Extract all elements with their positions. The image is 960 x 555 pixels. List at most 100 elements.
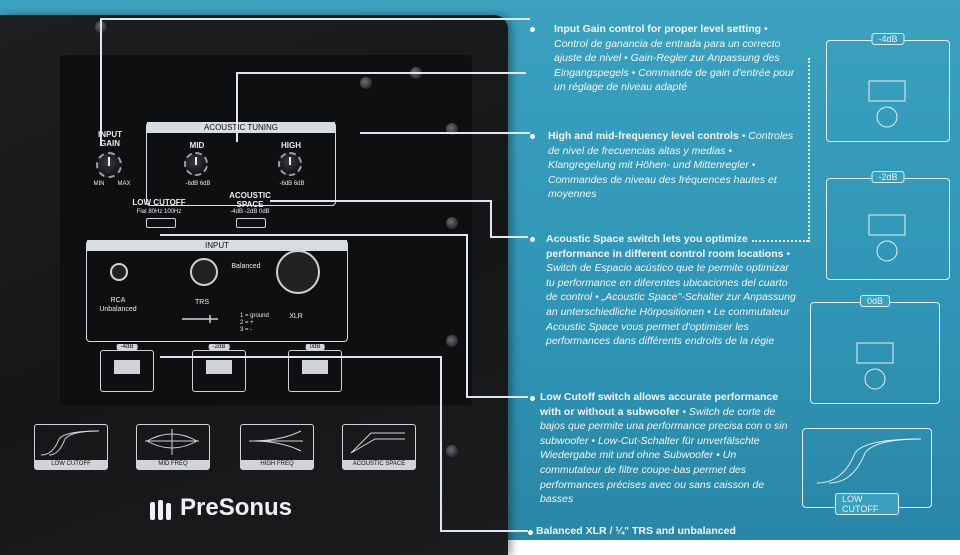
high-range: -6dB 6dB bbox=[279, 181, 305, 187]
high-graph: HIGH FREQ bbox=[240, 424, 314, 470]
bullet-icon bbox=[530, 237, 535, 242]
trs-plug-icon bbox=[182, 315, 218, 323]
callout-line bbox=[236, 72, 238, 142]
card-label: LOW CUTOFF bbox=[835, 493, 899, 515]
console-icon bbox=[114, 360, 140, 374]
acoustic-tuning-header: ACOUSTIC TUNING bbox=[147, 122, 335, 133]
xlr-jack[interactable] bbox=[276, 250, 320, 294]
dotted-connector bbox=[808, 58, 810, 242]
space-graph: ACOUSTIC SPACE bbox=[342, 424, 416, 470]
space-curve-icon bbox=[350, 432, 405, 454]
bullet-icon bbox=[528, 530, 533, 535]
screw-icon bbox=[446, 217, 458, 229]
input-gain-min: MIN bbox=[93, 181, 105, 187]
callout-input-gain: Input Gain control for proper level sett… bbox=[554, 22, 804, 95]
callout-line bbox=[236, 72, 526, 74]
space-card-minus2: -2dB bbox=[826, 171, 950, 280]
mid-knob[interactable] bbox=[184, 152, 208, 176]
pin-3: 3 = - bbox=[240, 327, 253, 333]
trs-label: TRS bbox=[195, 299, 209, 306]
space-minus2-diagram: -2dB bbox=[192, 344, 246, 392]
input-gain-max: MAX bbox=[117, 181, 131, 187]
lowcut-card: LOW CUTOFF bbox=[802, 428, 932, 515]
card-label: 0dB bbox=[859, 295, 891, 307]
callout-line bbox=[100, 18, 530, 20]
xlr-label: XLR bbox=[289, 313, 303, 320]
callout-acoustic-space: Acoustic Space switch lets you optimize … bbox=[546, 232, 796, 349]
console-icon bbox=[302, 360, 328, 374]
pin-2: 2 = + bbox=[240, 320, 254, 326]
console-icon bbox=[206, 360, 232, 374]
space-minus4-diagram: -4dB bbox=[100, 344, 154, 392]
callout-line bbox=[490, 236, 528, 238]
callout-line bbox=[360, 132, 530, 134]
callout-line bbox=[490, 200, 492, 236]
trs-jack[interactable] bbox=[190, 258, 218, 286]
presonus-logo-icon bbox=[150, 500, 171, 520]
acoustic-space-options: -4dB -2dB 0dB bbox=[230, 209, 270, 215]
card-label: -2dB bbox=[871, 171, 905, 183]
mid-graph: MID FREQ bbox=[136, 424, 210, 470]
console-listener-icon bbox=[868, 214, 906, 262]
callout-translations: • Controles de nivel de frecuencias alta… bbox=[548, 130, 794, 201]
high-caption: HIGH FREQ bbox=[241, 460, 313, 469]
high-curve-icon bbox=[249, 430, 303, 452]
pin-1: 1 = ground bbox=[240, 313, 269, 319]
space-0-diagram: 0dB bbox=[288, 344, 342, 392]
callout-title: Balanced XLR / ¼" TRS and unbalanced bbox=[536, 525, 736, 537]
callout-title: High and mid-frequency level controls bbox=[548, 130, 739, 142]
rca-jack[interactable] bbox=[110, 263, 128, 281]
dotted-connector bbox=[752, 240, 808, 242]
input-header: INPUT bbox=[87, 240, 347, 251]
callout-high-mid: High and mid-frequency level controls • … bbox=[548, 129, 798, 202]
input-gain-label: INPUT GAIN bbox=[98, 130, 122, 148]
mid-range: -6dB 6dB bbox=[185, 181, 211, 187]
acoustic-space-label: ACOUSTIC SPACE bbox=[229, 191, 271, 209]
space-0-label: 0dB bbox=[305, 344, 325, 350]
bullet-icon bbox=[530, 134, 535, 139]
input-box: INPUT bbox=[86, 240, 348, 342]
lowcut-caption: LOW CUTOFF bbox=[35, 460, 107, 469]
callout-line bbox=[466, 234, 468, 396]
callout-title: Low Cutoff switch allows accurate perfor… bbox=[540, 391, 779, 418]
acoustic-tuning-box: ACOUSTIC TUNING bbox=[146, 122, 336, 206]
space-caption: ACOUSTIC SPACE bbox=[343, 460, 415, 469]
callout-title: Input Gain control for proper level sett… bbox=[554, 23, 762, 35]
callout-translations: • Switch de corte de bajos que permite u… bbox=[540, 405, 788, 506]
callout-line bbox=[270, 200, 490, 202]
space-card-minus4: -4dB bbox=[826, 33, 950, 142]
balanced-label: Balanced bbox=[231, 263, 261, 270]
callout-line bbox=[160, 234, 466, 236]
low-cutoff-label: LOW CUTOFF bbox=[132, 198, 186, 207]
callout-translations: • Control de ganancia de entrada para un… bbox=[554, 23, 795, 94]
lowcut-graph: LOW CUTOFF bbox=[34, 424, 108, 470]
callout-low-cutoff: Low Cutoff switch allows accurate perfor… bbox=[540, 390, 790, 507]
callout-line bbox=[440, 530, 528, 532]
lowcut-curve-icon bbox=[40, 430, 100, 456]
brand-name: PreSonus bbox=[180, 494, 293, 521]
callout-inputs: Balanced XLR / ¼" TRS and unbalanced bbox=[536, 524, 786, 539]
space-card-0: 0dB bbox=[810, 295, 940, 404]
callout-line bbox=[440, 356, 442, 532]
callout-title: Acoustic Space switch lets you optimize … bbox=[546, 233, 784, 260]
callout-line bbox=[160, 356, 440, 358]
acoustic-space-switch[interactable] bbox=[236, 218, 266, 228]
mid-caption: MID FREQ bbox=[137, 460, 209, 469]
callout-translations: • Switch de Espacio acústico que te perm… bbox=[546, 247, 796, 348]
screw-icon bbox=[446, 445, 458, 457]
card-label: -4dB bbox=[871, 33, 905, 45]
console-listener-icon bbox=[868, 80, 906, 128]
input-gain-knob[interactable] bbox=[96, 152, 122, 178]
space-minus2-label: -2dB bbox=[208, 344, 230, 350]
space-minus4-label: -4dB bbox=[116, 344, 138, 350]
low-cutoff-switch[interactable] bbox=[146, 218, 176, 228]
high-knob[interactable] bbox=[278, 152, 302, 176]
screw-icon bbox=[360, 77, 372, 89]
callout-line bbox=[100, 18, 102, 146]
high-label: HIGH bbox=[281, 141, 301, 150]
screw-icon bbox=[446, 335, 458, 347]
low-cutoff-options: Flat 80Hz 100Hz bbox=[136, 209, 182, 215]
lowcut-curve-icon bbox=[816, 438, 922, 484]
mid-label: MID bbox=[189, 141, 205, 150]
bullet-icon bbox=[530, 396, 535, 401]
